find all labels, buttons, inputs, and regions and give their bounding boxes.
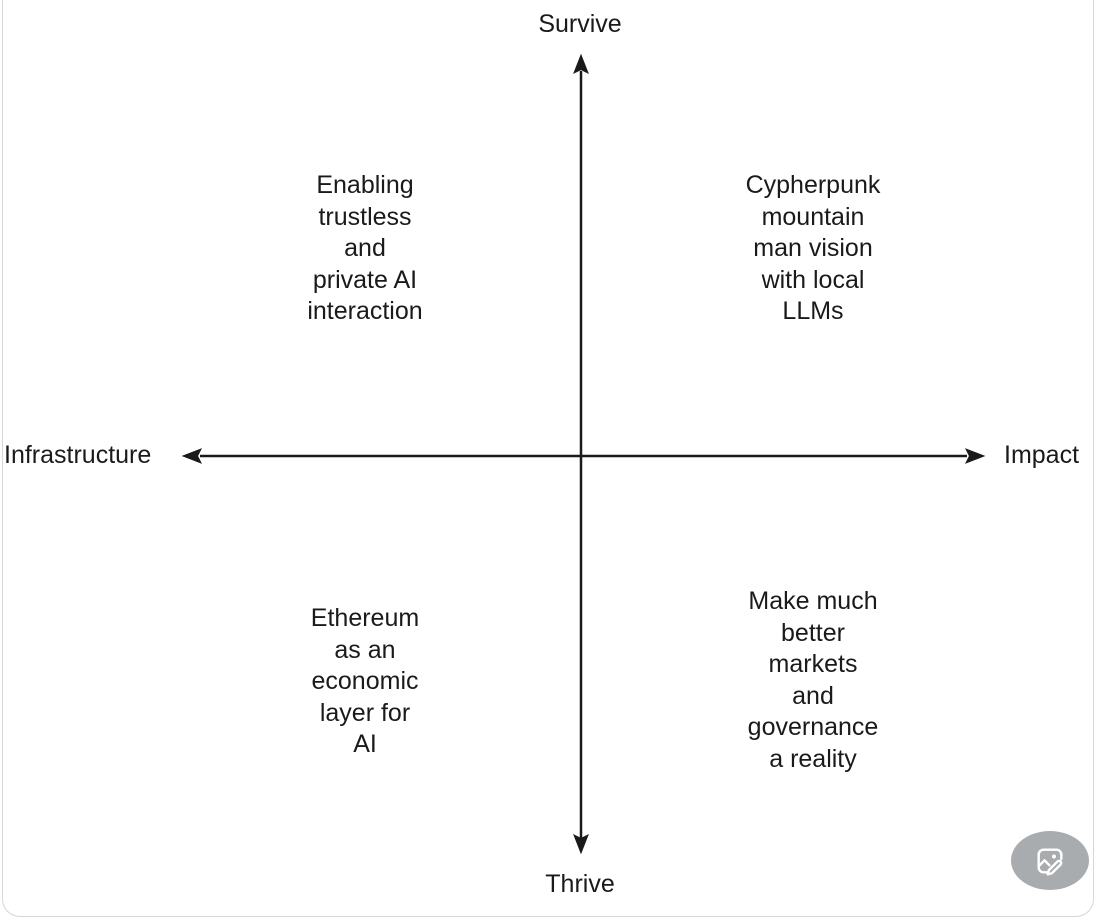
axis-label-infrastructure: Infrastructure <box>4 441 152 469</box>
quadrant-text-bottom-left: Ethereum as an economic layer for AI <box>310 604 420 758</box>
axis-label-survive: Survive <box>538 10 622 38</box>
edit-image-button[interactable] <box>1011 831 1089 890</box>
image-edit-icon <box>1037 847 1063 876</box>
quadrant-text-top-right: Cypherpunk mountain man vision with loca… <box>745 171 881 325</box>
quadrant-text-bottom-right: Make much better markets and governance … <box>747 587 879 773</box>
axis-label-thrive: Thrive <box>545 870 615 898</box>
horizontal-axis <box>181 448 986 464</box>
quadrant-text-top-left: Enabling trustless and private AI intera… <box>307 171 423 325</box>
axis-label-impact: Impact <box>1004 441 1080 469</box>
vertical-axis <box>573 53 589 855</box>
